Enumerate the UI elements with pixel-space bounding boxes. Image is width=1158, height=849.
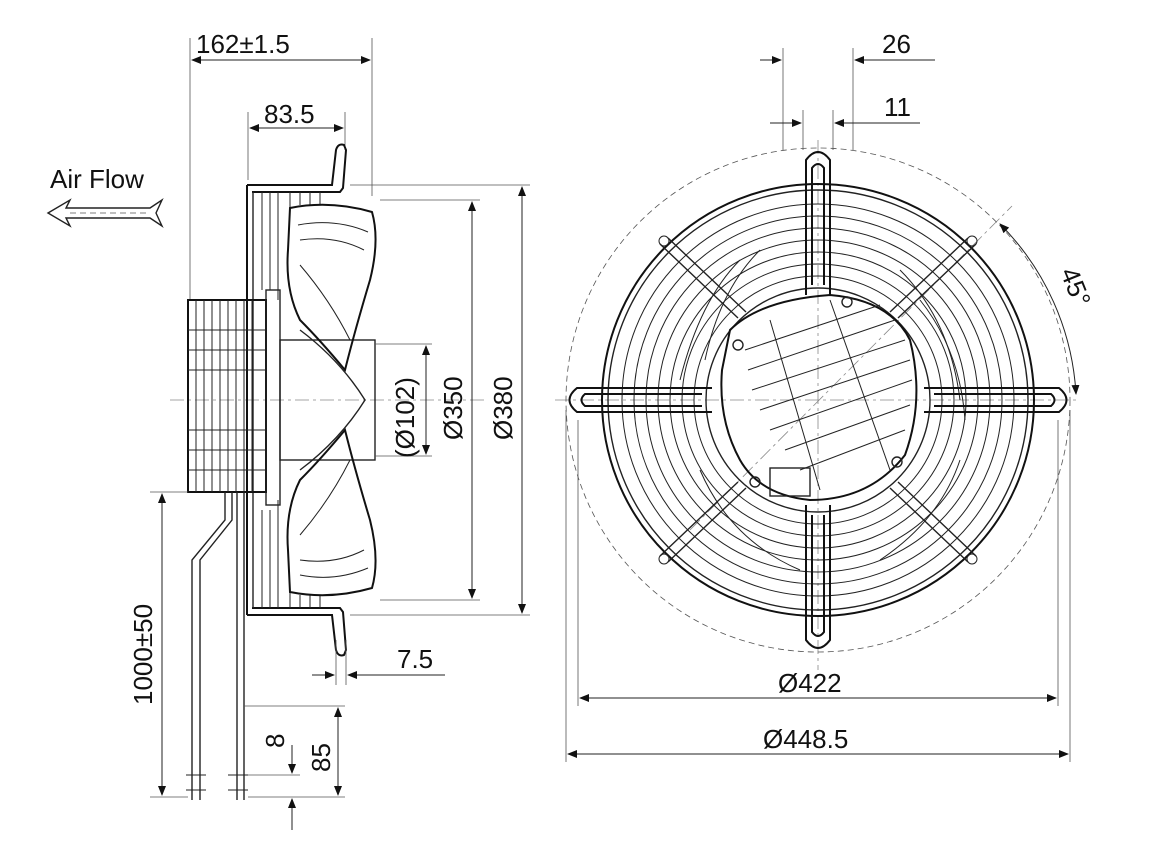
airflow-indicator: Air Flow [46, 164, 164, 228]
dim-bolt-circle: Ø422 [778, 668, 842, 698]
dim-blade-diameter: Ø350 [438, 376, 468, 440]
airflow-arrow-icon [46, 198, 164, 228]
blade-bottom [286, 427, 377, 597]
blade-top [286, 203, 377, 373]
guard-outer-ring [601, 183, 1035, 617]
front-view: 26 11 45° Ø422 Ø448.5 [555, 29, 1097, 762]
dim-angle: 45° [1054, 263, 1097, 311]
angle-ref-line [689, 205, 1013, 531]
guard-bottom-bracket [247, 607, 348, 657]
dim-wire-insulation: 85 [306, 743, 336, 772]
dim-hub-diameter: (Ø102) [390, 377, 420, 458]
angle-arc [999, 223, 1080, 395]
dim-slot-width: 26 [882, 29, 911, 59]
dim-guard-diameter: Ø380 [488, 376, 518, 440]
dim-motor-offset: 83.5 [264, 99, 315, 129]
guard-top-bracket [247, 143, 348, 193]
motor-hub-front [720, 293, 918, 502]
dim-flange-thickness: 7.5 [397, 644, 433, 674]
dim-outer-diameter: Ø448.5 [763, 724, 848, 754]
dim-overall-depth: 162±1.5 [196, 29, 290, 59]
dim-slot-inner: 11 [884, 92, 911, 122]
dim-cable-length: 1000±50 [128, 604, 158, 705]
cable [191, 492, 245, 800]
motor-housing [187, 299, 267, 493]
airflow-label: Air Flow [50, 164, 144, 194]
side-view: 162±1.5 83.5 [128, 29, 530, 830]
terminal-box [769, 467, 811, 497]
dim-wire-strip: 8 [260, 734, 290, 748]
hub [279, 339, 376, 461]
